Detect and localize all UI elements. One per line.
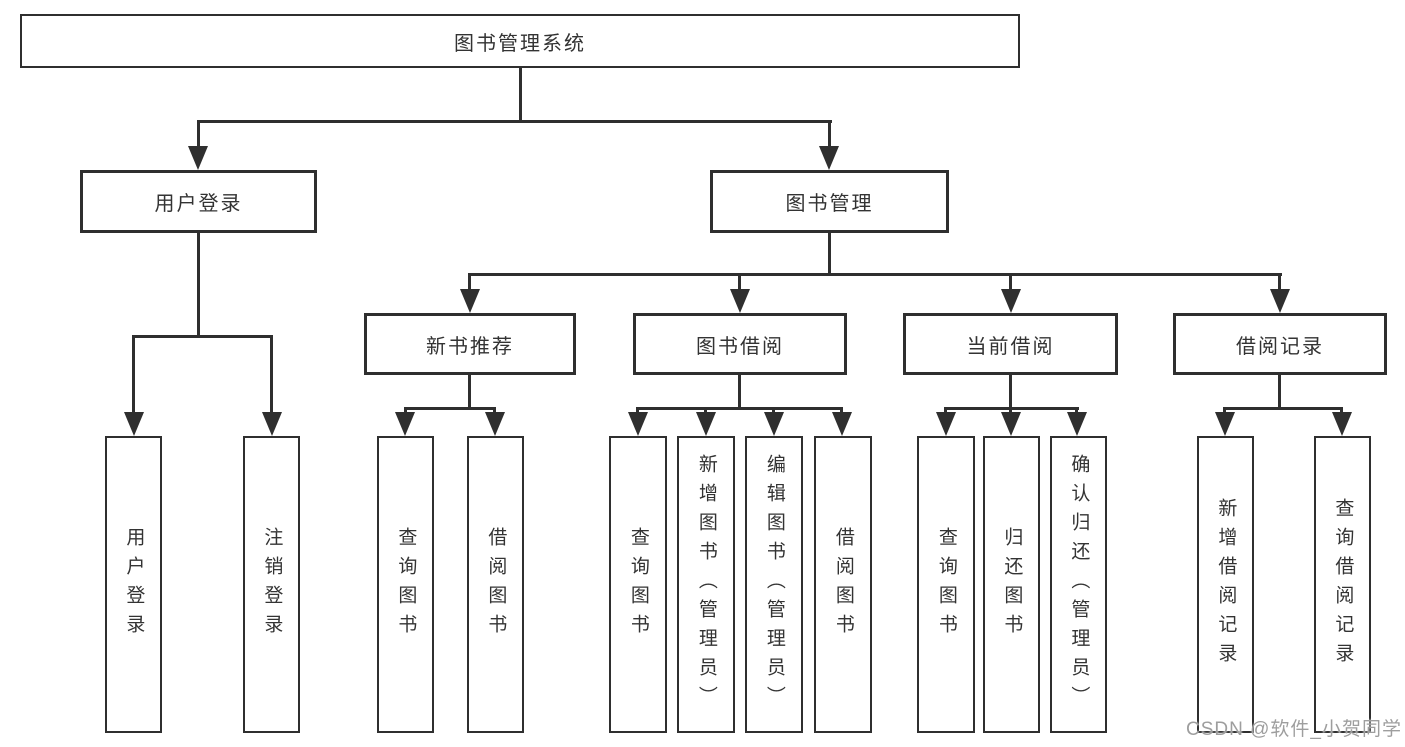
connector-line [468,375,471,408]
node-book-management: 图书管理 [710,170,949,233]
arrowhead [1332,412,1352,436]
connector-line [468,273,1282,276]
connector-line [1224,407,1343,410]
arrowhead [1067,412,1087,436]
connector-line [945,407,1079,410]
leaf-logout: 注销登录 [243,436,300,733]
leaf-current-confirm-return-label: 确认归还（管理员） [1068,454,1090,715]
arrowhead [1001,289,1021,313]
connector-line [637,407,843,410]
connector-line [636,407,639,415]
leaf-borrowing-edit-books-label: 编辑图书（管理员） [763,454,785,715]
arrowhead [485,412,505,436]
connector-line [772,407,775,415]
connector-line [944,407,947,415]
node-book-management-label: 图书管理 [785,193,874,215]
node-borrowing-records: 借阅记录 [1173,313,1387,375]
leaf-borrowing-edit-books: 编辑图书（管理员） [745,436,803,733]
arrowhead [832,412,852,436]
connector-line [270,335,273,413]
arrowhead [730,289,750,313]
leaf-borrowing-borrow-books: 借阅图书 [814,436,872,733]
arrowhead [1270,289,1290,313]
leaf-borrowing-query-books: 查询图书 [609,436,667,733]
node-new-book-recommend-label: 新书推荐 [426,335,514,358]
leaf-current-return-books: 归还图书 [983,436,1040,733]
arrowhead [936,412,956,436]
connector-line [197,120,832,123]
connector-line [1009,375,1012,408]
leaf-recommend-query-books: 查询图书 [377,436,434,733]
connector-line [404,407,407,415]
leaf-borrowing-query-books-label: 查询图书 [627,526,649,643]
leaf-recommend-borrow-books: 借阅图书 [467,436,524,733]
connector-line [828,120,831,148]
connector-line [132,335,273,338]
node-borrowing-records-label: 借阅记录 [1236,335,1324,358]
connector-line [132,335,135,413]
connector-line [1278,375,1281,408]
arrowhead [819,146,839,170]
connector-line [1075,407,1078,415]
node-user-login: 用户登录 [80,170,317,233]
connector-line [704,407,707,415]
leaf-borrowing-add-books-label: 新增图书（管理员） [695,454,717,715]
node-root-label: 图书管理系统 [454,32,586,55]
leaf-current-return-books-label: 归还图书 [1001,526,1023,643]
leaf-borrowing-borrow-books-label: 借阅图书 [832,526,854,643]
leaf-recommend-borrow-books-label: 借阅图书 [485,526,507,643]
arrowhead [764,412,784,436]
leaf-records-query-record: 查询借阅记录 [1314,436,1371,733]
arrowhead [395,412,415,436]
connector-line [828,233,831,276]
node-book-borrowing-label: 图书借阅 [696,335,784,358]
connector-line [1278,273,1281,291]
connector-line [1223,407,1226,415]
node-current-borrowing-label: 当前借阅 [966,335,1055,358]
leaf-current-query-books: 查询图书 [917,436,975,733]
leaf-current-confirm-return: 确认归还（管理员） [1050,436,1107,733]
csdn-watermark: CSDN @软件_小贺同学 [1186,719,1402,740]
connector-line [840,407,843,415]
arrowhead [124,412,144,436]
node-new-book-recommend: 新书推荐 [364,313,576,375]
node-current-borrowing: 当前借阅 [903,313,1118,375]
arrowhead [262,412,282,436]
connector-line [1340,407,1343,415]
connector-line [197,233,200,336]
connector-line [468,273,471,291]
node-root: 图书管理系统 [20,14,1020,68]
leaf-borrowing-add-books: 新增图书（管理员） [677,436,735,733]
node-user-login-label: 用户登录 [154,193,243,215]
connector-line [738,375,741,408]
connector-line [519,68,522,122]
arrowhead [188,146,208,170]
leaf-current-query-books-label: 查询图书 [935,526,957,643]
arrowhead [460,289,480,313]
leaf-records-add-record: 新增借阅记录 [1197,436,1254,733]
node-book-borrowing: 图书借阅 [633,313,847,375]
leaf-records-add-record-label: 新增借阅记录 [1215,497,1237,672]
connector-line [404,407,496,410]
connector-line [738,273,741,291]
connector-line [1009,273,1012,291]
connector-line [1009,407,1012,415]
arrowhead [1215,412,1235,436]
leaf-logout-label: 注销登录 [261,526,283,643]
leaf-user-login: 用户登录 [105,436,162,733]
connector-line [493,407,496,415]
connector-line [197,120,200,148]
arrowhead [1001,412,1021,436]
leaf-records-query-record-label: 查询借阅记录 [1332,497,1354,672]
arrowhead [696,412,716,436]
leaf-user-login-label: 用户登录 [123,526,145,643]
arrowhead [628,412,648,436]
leaf-recommend-query-books-label: 查询图书 [395,526,417,643]
